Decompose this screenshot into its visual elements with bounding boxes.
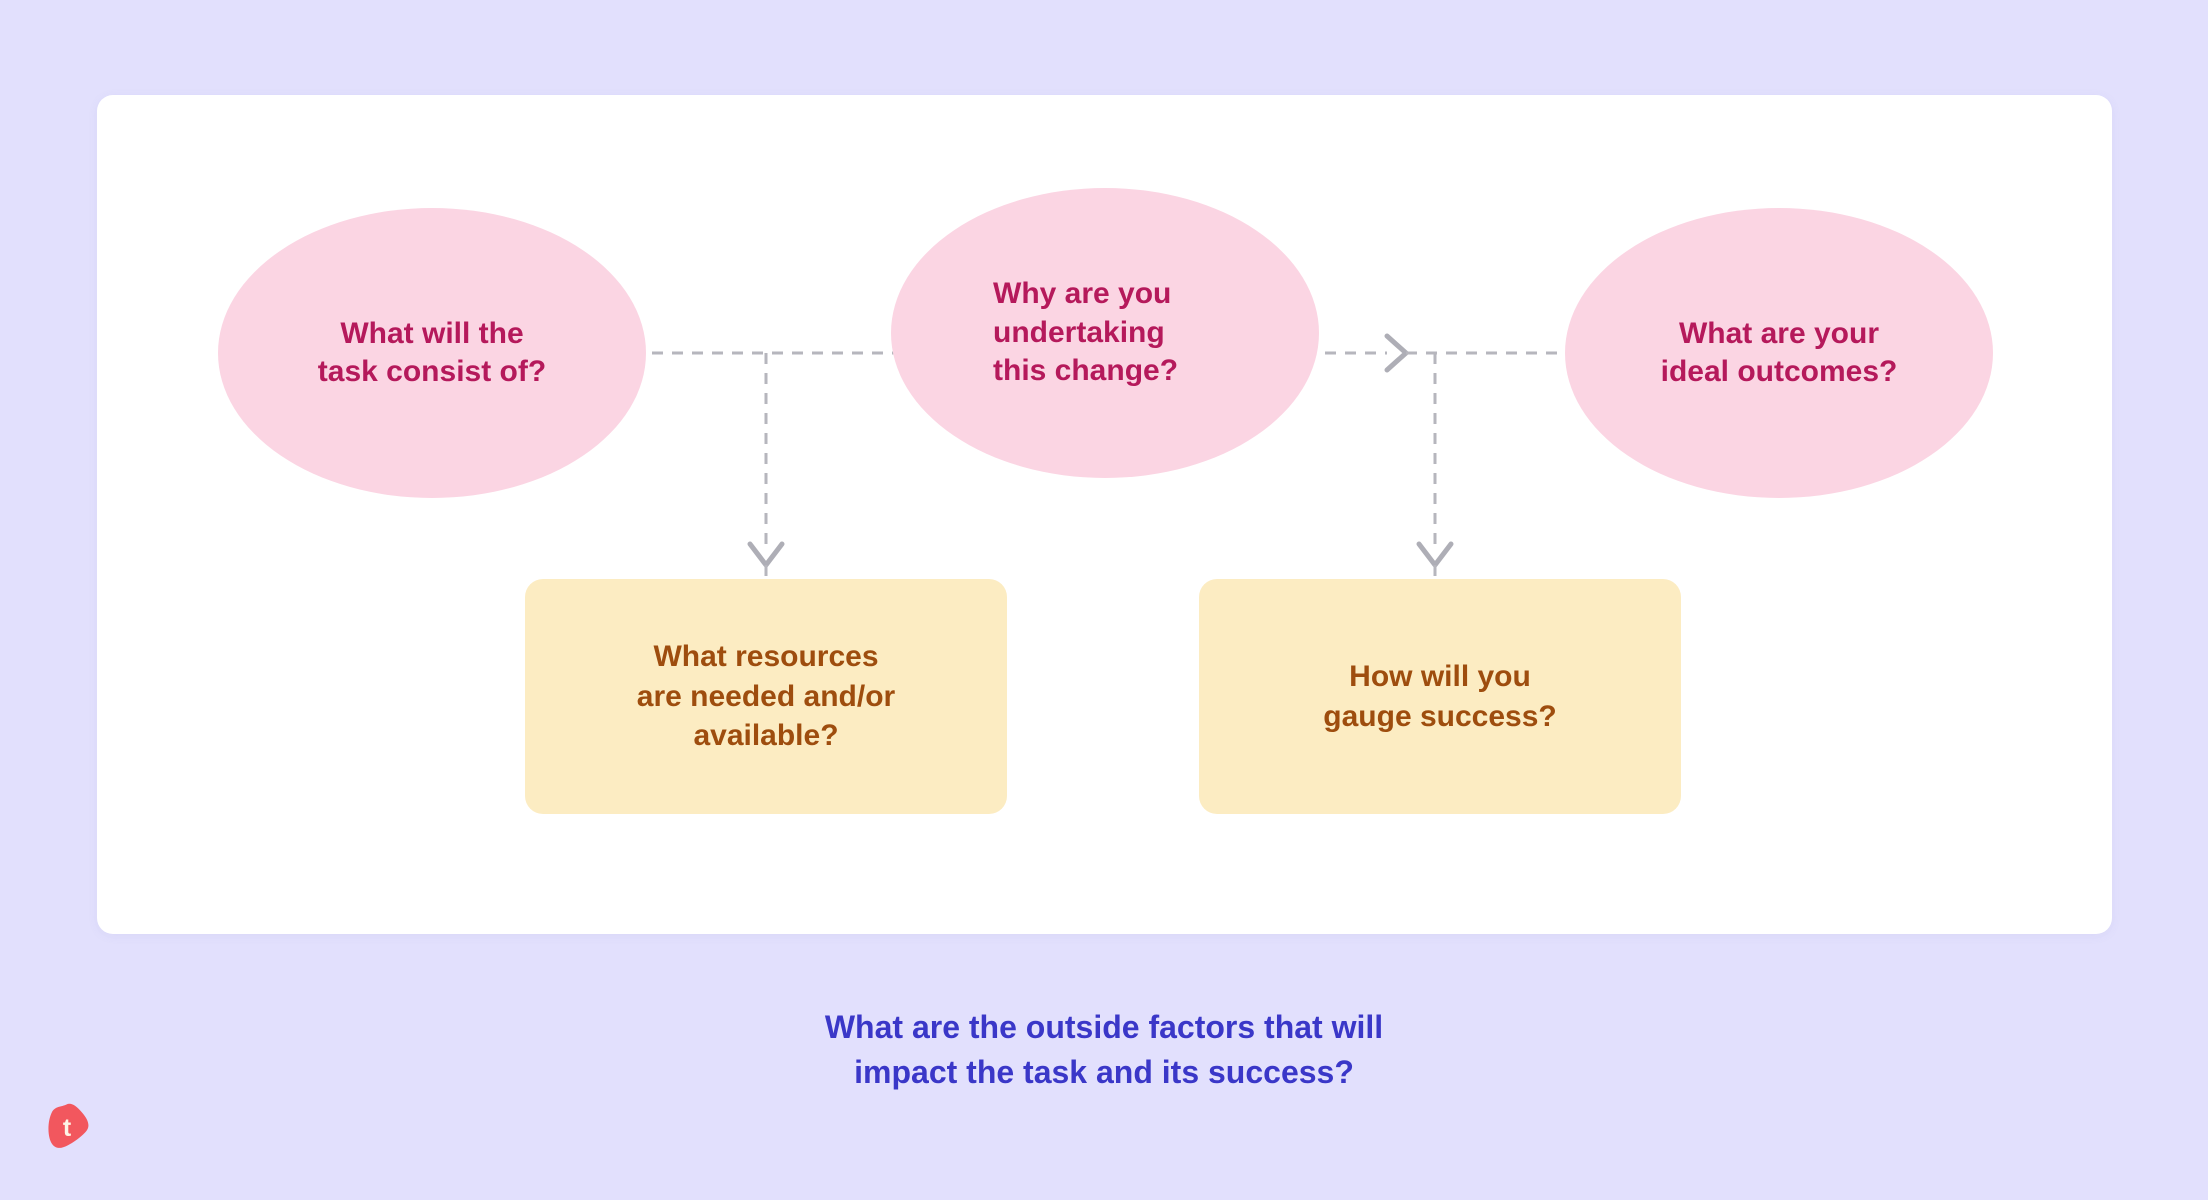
node-what-resources-are-needed[interactable]: What resources are needed and/or availab… [525, 579, 1007, 814]
node-line: What are your [1678, 316, 1880, 350]
node-line: gauge success? [1323, 699, 1557, 733]
diagram-caption: What are the outside factors that will i… [0, 1005, 2208, 1096]
node-label: What resources are needed and/or availab… [525, 637, 1007, 757]
node-what-will-the-task-consist-of[interactable]: What will the task consist of? [218, 208, 646, 498]
arrowhead-right-2 [1384, 333, 1409, 373]
node-label: What will the task consist of? [218, 315, 646, 392]
node-line: How will you [1349, 659, 1531, 693]
caption-line-2: impact the task and its success? [854, 1054, 1354, 1091]
node-line: task consist of? [317, 355, 547, 388]
node-line: available? [693, 719, 839, 753]
diagram-canvas-card: What will the task consist of? Why are y… [97, 95, 2112, 934]
node-line: this change? [993, 354, 1179, 388]
diagram-layer: What will the task consist of? Why are y… [97, 95, 2112, 934]
brand-logo-icon[interactable]: t [42, 1100, 96, 1154]
caption-line-1: What are the outside factors that will [824, 1009, 1384, 1045]
node-line: are needed and/or [636, 679, 896, 713]
node-line: What resources [653, 639, 879, 673]
node-line: What will the [340, 316, 524, 350]
node-what-are-your-ideal-outcomes[interactable]: What are your ideal outcomes? [1565, 208, 1993, 498]
node-line: ideal outcomes? [1660, 355, 1898, 388]
node-line: undertaking [993, 315, 1165, 349]
connector-branch-to-node5 [1416, 353, 1454, 581]
node-how-will-you-gauge-success[interactable]: How will you gauge success? [1199, 579, 1681, 814]
node-why-are-you-undertaking-this-change[interactable]: Why are you undertaking this change? [891, 188, 1319, 478]
node-label: Why are you undertaking this change? [891, 275, 1319, 390]
logo-letter: t [63, 1114, 72, 1142]
arrowhead-down-2 [1416, 541, 1454, 568]
logo-shape [48, 1103, 89, 1148]
arrowhead-down-1 [747, 541, 785, 568]
node-label: How will you gauge success? [1199, 657, 1681, 737]
connector-branch-to-node4 [747, 353, 785, 581]
node-line: Why are you [993, 277, 1172, 311]
node-label: What are your ideal outcomes? [1565, 315, 1993, 392]
